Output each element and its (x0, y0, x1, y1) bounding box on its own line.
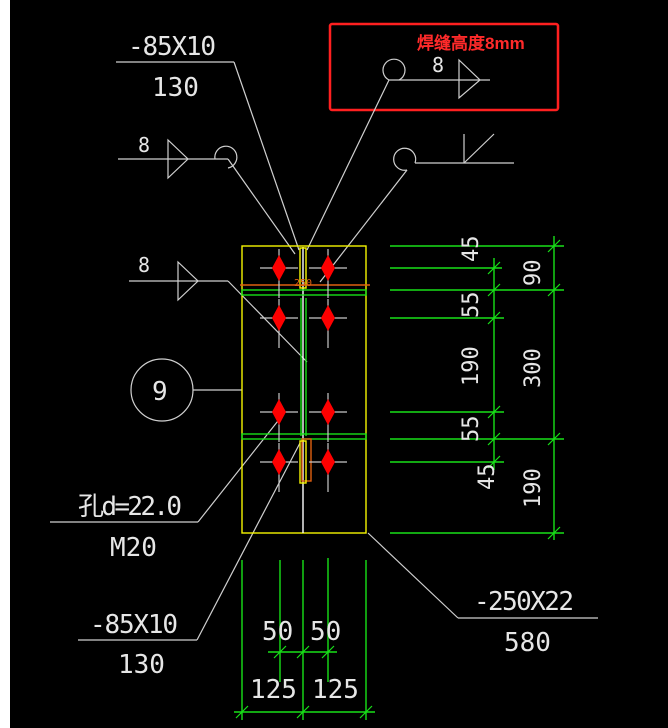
weld-size: 8 (138, 133, 150, 157)
dimension-tick (487, 311, 501, 325)
bottom-plate-length: 130 (118, 650, 165, 680)
cad-drawing-canvas: 焊缝高度8mm 8 -85X10 130 8 8 (10, 0, 668, 728)
bolt-marker (260, 393, 298, 442)
dimension-tick (547, 283, 561, 297)
bolt-marker (260, 443, 298, 492)
dimension-tick (487, 455, 501, 469)
flange-band-top (241, 289, 367, 296)
weld-size: 8 (138, 253, 150, 277)
plate-assembly: 250 (240, 245, 370, 534)
flange-band-bottom (241, 433, 367, 440)
dimension-tick (487, 432, 501, 446)
dimension-tick (235, 705, 249, 719)
weld-symbol-mid-left: 8 (129, 253, 308, 363)
weld-symbol-top: 8 (306, 53, 490, 251)
hole-label: 孔d=22.0 M20 (50, 411, 286, 563)
base-plate-label: -250X22 580 (367, 532, 598, 658)
dim-55-top: 55 (459, 292, 484, 319)
top-plate-label: -85X10 130 (116, 32, 300, 251)
weld-symbol-upper-right (319, 133, 514, 283)
bolt-marker (309, 443, 347, 492)
weld-symbol-upper-left: 8 (118, 133, 296, 255)
all-around-weld-icon (214, 145, 238, 169)
dim-190-inner: 190 (459, 346, 484, 386)
top-plate-edge (299, 247, 307, 289)
dim-50-left: 50 (262, 617, 293, 647)
dim-45-bottom: 45 (475, 464, 500, 491)
base-plate-spec: -250X22 (474, 587, 574, 617)
all-around-weld-icon (382, 58, 406, 81)
dim-125-left: 125 (250, 675, 297, 705)
dim-90: 90 (521, 260, 546, 287)
bolt-marker (309, 249, 347, 298)
bottom-plate-label: -85X10 130 (78, 442, 301, 680)
bolt-hole-icon (272, 255, 286, 281)
dim-125-right: 125 (312, 675, 359, 705)
dimension-tick (487, 283, 501, 297)
dimension-tick (273, 645, 287, 659)
weld-height-note: 焊缝高度8mm (417, 33, 525, 53)
detail-number: 9 (152, 377, 168, 407)
dimension-tick (296, 645, 310, 659)
fillet-weld-icon (167, 138, 189, 180)
fillet-weld-icon (177, 260, 199, 302)
horizontal-dimensions: 50 50 125 125 (234, 558, 375, 720)
top-plate-spec: -85X10 (128, 32, 216, 62)
dim-300: 300 (521, 348, 546, 388)
bolt-marker (260, 249, 298, 298)
bolt-marker (309, 393, 347, 442)
dim-50-right: 50 (310, 617, 341, 647)
dimension-tick (296, 705, 310, 719)
dimension-tick (487, 405, 501, 419)
bolt-hole-icon (272, 449, 286, 475)
dim-190-outer: 190 (521, 468, 546, 508)
bolt-hole-icon (272, 305, 286, 331)
bolt-hole-icon (321, 305, 335, 331)
bolt-hole-icon (272, 399, 286, 425)
dimension-tick (487, 261, 501, 275)
all-around-weld-icon (393, 147, 417, 171)
bolt-hole-icon (321, 255, 335, 281)
detail-marker: 9 (130, 358, 242, 422)
dim-45-top: 45 (459, 236, 484, 263)
vertical-dimensions: 45 55 190 55 45 90 300 190 (390, 236, 564, 540)
dimension-tick (547, 526, 561, 540)
dimension-tick (547, 432, 561, 446)
center-dimension: 250 (294, 278, 312, 289)
bolt-marker (260, 299, 298, 348)
bolt-spec: M20 (110, 533, 157, 563)
bolt-marker (309, 299, 347, 348)
bolt-group (260, 249, 347, 492)
highlight-box (328, 22, 560, 112)
top-plate-length: 130 (152, 73, 199, 103)
base-plate-outline (241, 245, 367, 534)
bolt-hole-icon (321, 399, 335, 425)
hole-spec: 孔d=22.0 (78, 492, 182, 522)
cad-drawing: 焊缝高度8mm 8 -85X10 130 8 8 (50, 22, 598, 720)
dimension-tick (547, 239, 561, 253)
weld-size: 8 (432, 53, 444, 77)
dimension-tick (359, 705, 373, 719)
bolt-hole-icon (321, 449, 335, 475)
dim-55-bottom: 55 (459, 416, 484, 443)
base-plate-length: 580 (504, 628, 551, 658)
bottom-plate-spec: -85X10 (90, 610, 178, 640)
fillet-weld-icon (458, 58, 481, 100)
dimension-tick (321, 645, 335, 659)
